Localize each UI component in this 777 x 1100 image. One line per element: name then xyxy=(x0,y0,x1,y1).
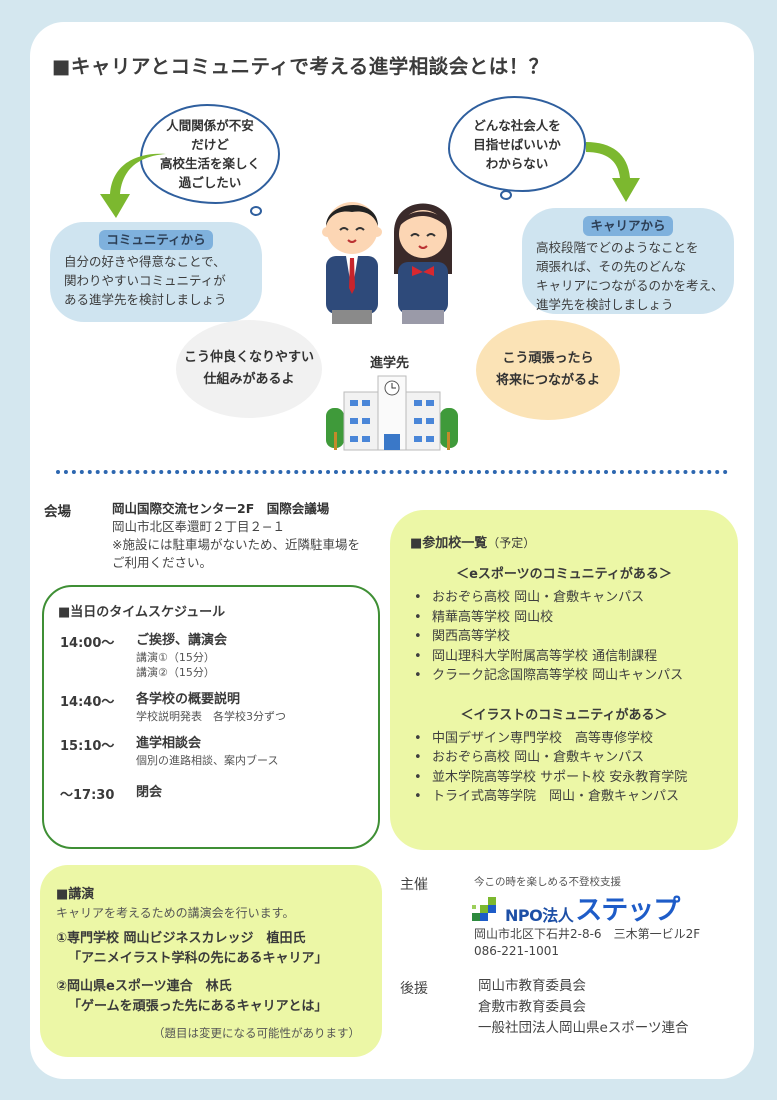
host-contact: 岡山市北区下石井2-8-6 三木第一ビル2F 086-221-1001 xyxy=(474,926,700,960)
list-item: 岡山理科大学附属高等学校 通信制課程 xyxy=(410,647,718,667)
logo-step-text: ステップ xyxy=(575,895,680,926)
venue-note: ※施設には駐車場がないため、近隣駐車場を xyxy=(112,537,360,552)
bubble-text: キャリアにつながるのかを考え、 xyxy=(536,278,724,293)
career-tag: キャリアから xyxy=(583,216,673,236)
community-tag: コミュニティから xyxy=(99,230,213,250)
schools-note: （予定） xyxy=(487,536,536,550)
schedule-row: 15:10～ 進学相談会 個別の進路相談、案内ブース xyxy=(58,735,364,768)
schedule-row: 14:00～ ご挨拶、講演会 講演①（15分） 講演②（15分） xyxy=(58,632,364,680)
schedule-time: 14:00～ xyxy=(60,636,115,651)
supporters-list: 岡山市教育委員会 倉敷市教育委員会 一般社団法人岡山県eスポーツ連合 xyxy=(478,976,689,1039)
venue-address: 岡山市北区奉還町２丁目２−１ xyxy=(112,519,285,534)
list-item: 精華高等学校 岡山校 xyxy=(410,608,718,628)
section-divider xyxy=(56,470,728,474)
schedule-row: ～17:30 閉会 xyxy=(58,784,364,803)
venue-name: 岡山国際交流センター2F 国際会議場 xyxy=(112,501,330,516)
arrow-down-right-icon xyxy=(586,142,640,202)
lecture-note: （題目は変更になる可能性があります） xyxy=(153,1026,360,1040)
lecture-speaker: ①専門学校 岡山ビジネスカレッジ 植田氏 xyxy=(56,931,306,946)
schedule-row: 14:40～ 各学校の概要説明 学校説明発表 各学校3分ずつ xyxy=(58,691,364,724)
schedule-panel: ■当日のタイムスケジュール 14:00～ ご挨拶、講演会 講演①（15分） 講演… xyxy=(42,585,380,849)
students-illustration xyxy=(322,202,452,324)
schools-panel: ■参加校一覧（予定） ＜eスポーツのコミュニティがある＞ おおぞら高校 岡山・倉… xyxy=(390,510,738,850)
lecture-speaker: ②岡山県eスポーツ連合 林氏 xyxy=(56,979,232,994)
list-item: 並木学院高等学校 サポート校 安永教育学院 xyxy=(410,768,718,788)
cloud-text: わからない xyxy=(485,155,549,171)
schedule-event: 各学校の概要説明 xyxy=(136,692,241,707)
bubble-text: ある進学先を検討しましょう xyxy=(64,292,227,307)
schedule-detail: 学校説明発表 各学校3分ずつ xyxy=(136,710,286,723)
bubble-text: 頑張れば、その先のどんな xyxy=(536,259,687,274)
schedule-detail: 講演①（15分） xyxy=(136,651,215,664)
venue-label: 会場 xyxy=(44,504,71,520)
destination-label: 進学先 xyxy=(370,356,410,371)
venue-details: 岡山国際交流センター2F 国際会議場 岡山市北区奉還町２丁目２−１ ※施設には駐… xyxy=(112,500,382,572)
bubble-text: 高校段階でどのようなことを xyxy=(536,240,699,255)
host-phone: 086-221-1001 xyxy=(474,944,560,958)
cloud-text: 人間関係が不安 xyxy=(166,118,254,133)
host-address: 岡山市北区下石井2-8-6 三木第一ビル2F xyxy=(474,927,701,941)
page-title: ■キャリアとコミュニティで考える進学相談会とは！？ xyxy=(52,55,549,78)
host-tagline: 今この時を楽しめる不登校支援 xyxy=(474,876,621,888)
list-item: クラーク記念国際高等学校 岡山キャンパス xyxy=(410,666,718,686)
schedule-title: ■当日のタイムスケジュール xyxy=(58,605,226,620)
thought-cloud-left: 人間関係が不安 だけど 高校生活を楽しく 過ごしたい xyxy=(140,104,280,204)
speech-text: 仕組みがあるよ xyxy=(203,372,295,387)
supporter: 一般社団法人岡山県eスポーツ連合 xyxy=(478,1020,689,1036)
career-bubble: キャリアから 高校段階でどのようなことを 頑張れば、その先のどんな キャリアにつ… xyxy=(522,208,734,314)
npo-step-logo: NPO法人 ステップ xyxy=(472,890,680,926)
schedule-time: 14:40～ xyxy=(60,695,115,710)
bubble-text: 自分の好きや得意なことで、 xyxy=(64,254,226,269)
list-item: 中国デザイン専門学校 高等専修学校 xyxy=(410,729,718,749)
community-bubble: コミュニティから 自分の好きや得意なことで、 関わりやすいコミュニティが ある進… xyxy=(50,222,262,322)
logo-npo-text: NPO法人 xyxy=(505,906,574,925)
bubble-text: 関わりやすいコミュニティが xyxy=(64,273,226,288)
school-group-heading: ＜eスポーツのコミュニティがある＞ xyxy=(456,567,672,582)
speech-text: こう仲良くなりやすい xyxy=(183,350,314,365)
cloud-text: 過ごしたい xyxy=(178,175,242,190)
supporter: 倉敷市教育委員会 xyxy=(478,999,586,1015)
step-logo-icon xyxy=(472,897,496,921)
speech-text: 将来につながるよ xyxy=(495,373,600,388)
schedule-time: 15:10～ xyxy=(60,739,115,754)
cloud-text: 目指せばいいか xyxy=(473,136,561,152)
bubble-text: 進学先を検討しましょう xyxy=(536,297,674,312)
lecture-topic: 「アニメイラスト学科の先にあるキャリア」 xyxy=(68,951,328,966)
venue-note: ご利用ください。 xyxy=(112,555,213,570)
list-item: おおぞら高校 岡山・倉敷キャンパス xyxy=(410,748,718,768)
list-item: トライ式高等学院 岡山・倉敷キャンパス xyxy=(410,787,718,807)
speech-text: こう頑張ったら xyxy=(502,351,594,366)
cloud-tail xyxy=(500,190,512,200)
schools-title-text: ■参加校一覧 xyxy=(410,536,488,551)
schools-title: ■参加校一覧（予定） xyxy=(410,532,718,551)
support-label: 後援 xyxy=(400,981,428,997)
cloud-text: だけど xyxy=(191,137,229,152)
lecture-description: キャリアを考えるための講演会を行います。 xyxy=(56,906,295,920)
cloud-tail xyxy=(250,206,262,216)
speech-bubble-career: こう頑張ったら 将来につながるよ xyxy=(476,320,620,420)
speech-bubble-community: こう仲良くなりやすい 仕組みがあるよ xyxy=(176,320,322,418)
host-label: 主催 xyxy=(400,877,428,893)
school-group-heading: ＜イラストのコミュニティがある＞ xyxy=(460,707,668,723)
arrow-down-left-icon xyxy=(100,153,166,218)
list-item: おおぞら高校 岡山・倉敷キャンパス xyxy=(410,588,718,608)
lecture-panel: ■講演 キャリアを考えるための講演会を行います。 ①専門学校 岡山ビジネスカレッ… xyxy=(40,865,382,1057)
schedule-event: ご挨拶、講演会 xyxy=(136,633,228,648)
lecture-topic: 「ゲームを頑張った先にあるキャリアとは」 xyxy=(68,999,328,1014)
schedule-time: ～17:30 xyxy=(60,788,115,803)
schedule-event: 進学相談会 xyxy=(136,736,202,751)
school-building-icon xyxy=(326,375,458,451)
school-list: おおぞら高校 岡山・倉敷キャンパス 精華高等学校 岡山校 関西高等学校 岡山理科… xyxy=(410,588,718,686)
cloud-text: どんな社会人を xyxy=(473,117,561,133)
thought-cloud-right: どんな社会人を 目指せばいいか わからない xyxy=(448,96,586,192)
school-list: 中国デザイン専門学校 高等専修学校 おおぞら高校 岡山・倉敷キャンパス 並木学院… xyxy=(410,729,718,807)
lecture-title: ■講演 xyxy=(56,887,95,902)
schedule-detail: 講演②（15分） xyxy=(136,666,215,679)
supporter: 岡山市教育委員会 xyxy=(478,978,586,994)
list-item: 関西高等学校 xyxy=(410,627,718,647)
schedule-detail: 個別の進路相談、案内ブース xyxy=(136,754,279,767)
cloud-text: 高校生活を楽しく xyxy=(159,156,260,171)
schedule-event: 閉会 xyxy=(136,785,163,800)
